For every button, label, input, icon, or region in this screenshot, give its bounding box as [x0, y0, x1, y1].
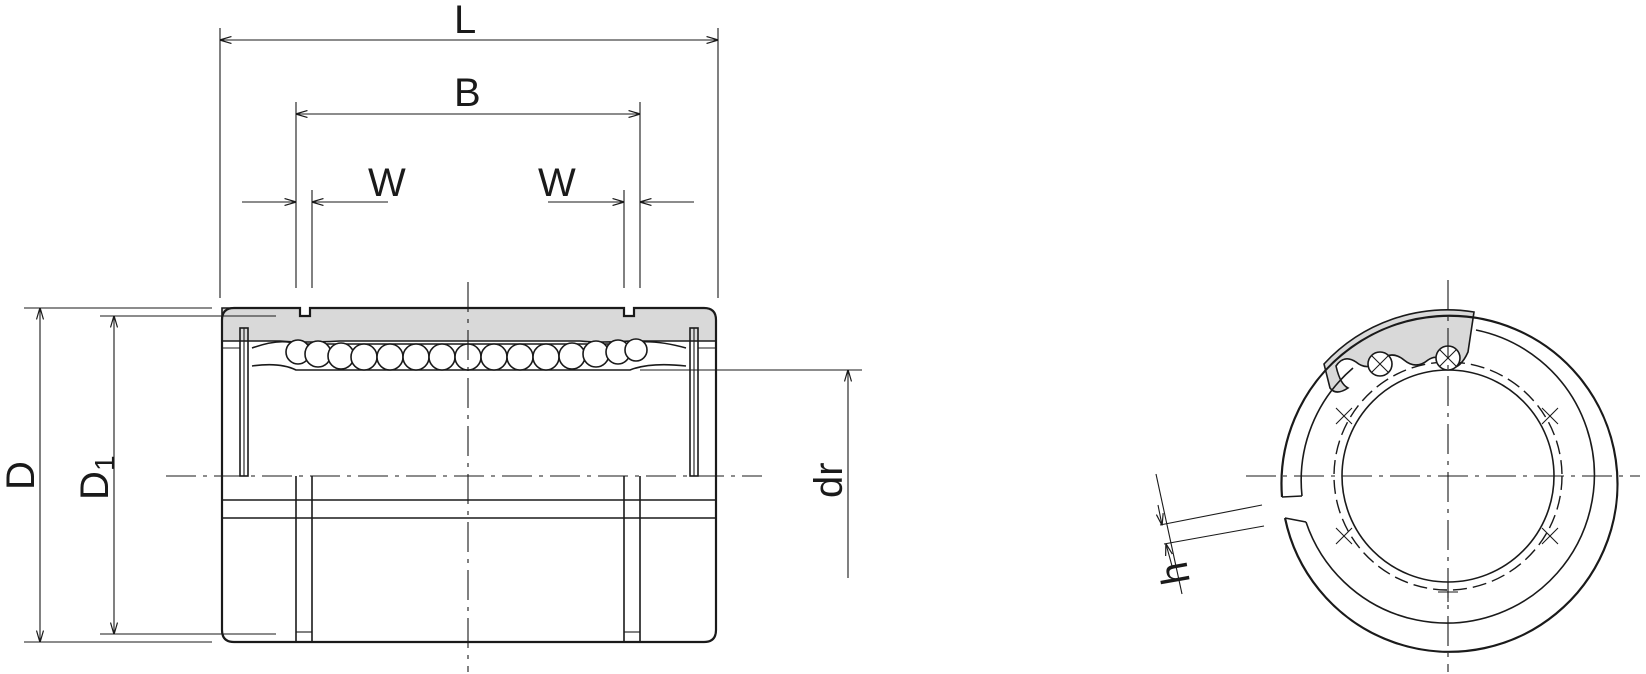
ball — [376, 343, 404, 371]
ball-train — [285, 338, 648, 371]
label-L: L — [454, 0, 476, 42]
ball — [304, 340, 332, 368]
label-h: h — [1152, 559, 1199, 589]
label-D: D — [0, 461, 43, 490]
side-view: L B W W D D 1 dr — [0, 0, 862, 672]
ball — [402, 343, 430, 371]
label-W-left: W — [368, 161, 406, 205]
ball — [327, 342, 355, 370]
end-view-shell-section — [1323, 309, 1475, 393]
ball — [350, 343, 378, 371]
ball — [624, 338, 648, 362]
label-W-right: W — [538, 161, 576, 205]
label-D1-subscript: 1 — [89, 455, 120, 471]
bushing-body-outline — [220, 306, 718, 644]
upper-shell-section — [221, 307, 717, 343]
end-view: h — [1152, 280, 1640, 672]
ball — [428, 343, 456, 371]
label-D1-main: D — [73, 471, 117, 500]
label-D1: D 1 — [73, 455, 120, 500]
ball — [582, 340, 610, 368]
inner-ring — [1300, 367, 1354, 497]
retainer-line-lower — [251, 363, 687, 371]
label-dr: dr — [807, 462, 851, 498]
label-B: B — [454, 71, 481, 115]
outer-ring — [1280, 314, 1619, 653]
dimension-line-h — [1155, 473, 1183, 595]
ball — [558, 342, 586, 370]
retainer-line-upper — [251, 340, 687, 349]
ball — [506, 343, 534, 371]
ball-track-markers — [1335, 407, 1559, 602]
ball — [480, 343, 508, 371]
ball — [532, 343, 560, 371]
